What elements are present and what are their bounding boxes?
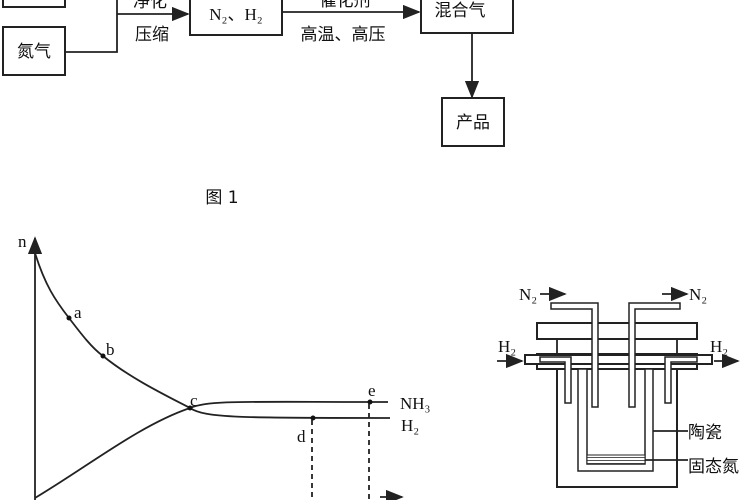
- h2-outlet-pipe: [664, 356, 698, 404]
- point-b: [100, 353, 106, 359]
- h2-in-label: H₂: [498, 337, 516, 356]
- flow-chart: 氮气 净化 压缩 N₂、H₂ 催化剂 高温、高压 混合气 产品 图 1: [2, 0, 514, 208]
- series-h2-label: H₂: [401, 416, 419, 435]
- point-c: [187, 405, 193, 411]
- h2-out-label: H₂: [710, 337, 728, 356]
- connector-line: [65, 0, 118, 53]
- label-d: d: [297, 427, 306, 446]
- catalyst-label: 催化剂: [320, 0, 371, 11]
- nitrogen-box: [2, 26, 66, 76]
- conditions-label: 高温、高压: [301, 25, 386, 45]
- purify-label: 净化: [133, 0, 167, 12]
- n2-inlet-pipe: [550, 302, 599, 408]
- ceramic-label: 陶瓷: [688, 423, 722, 443]
- n2-h2-box: [189, 0, 283, 36]
- n2-outlet-pipe: [628, 302, 681, 408]
- mixed-gas-label: 混合气: [435, 1, 486, 21]
- n2-h2-label: N₂、H₂: [209, 5, 262, 24]
- label-e: e: [368, 381, 376, 400]
- solid-label: 固态氮: [688, 457, 739, 477]
- label-b: b: [106, 340, 115, 359]
- nh3-curve: [34, 400, 389, 499]
- top-left-box: [2, 0, 66, 8]
- mixed-gas-box: [420, 0, 514, 34]
- top-plate: [536, 322, 698, 340]
- n2-out-label: N₂: [689, 285, 707, 304]
- lower-plate: [524, 354, 713, 365]
- point-markers: [66, 315, 373, 421]
- electrolysis-apparatus: N₂ N₂ H₂ H₂ 陶瓷 固态氮: [497, 285, 740, 488]
- point-d: [310, 415, 316, 421]
- concentration-graph: n a b c d e NH₃ H₂: [18, 232, 431, 500]
- label-c: c: [190, 391, 198, 410]
- figure-caption: 图 1: [205, 188, 238, 208]
- h2-inlet-pipe: [539, 356, 572, 404]
- compress-label: 压缩: [135, 25, 169, 45]
- n2-in-label: N₂: [519, 285, 537, 304]
- product-label: 产品: [456, 113, 490, 133]
- nitrogen-label: 氮气: [17, 42, 51, 62]
- label-a: a: [74, 303, 82, 322]
- h2-curve: [34, 252, 391, 419]
- solid-electrolyte: [586, 454, 646, 465]
- point-a: [66, 315, 72, 321]
- point-e: [367, 399, 373, 405]
- product-box: [441, 97, 505, 147]
- series-nh3-label: NH₃: [400, 394, 431, 413]
- y-axis-label: n: [18, 232, 27, 251]
